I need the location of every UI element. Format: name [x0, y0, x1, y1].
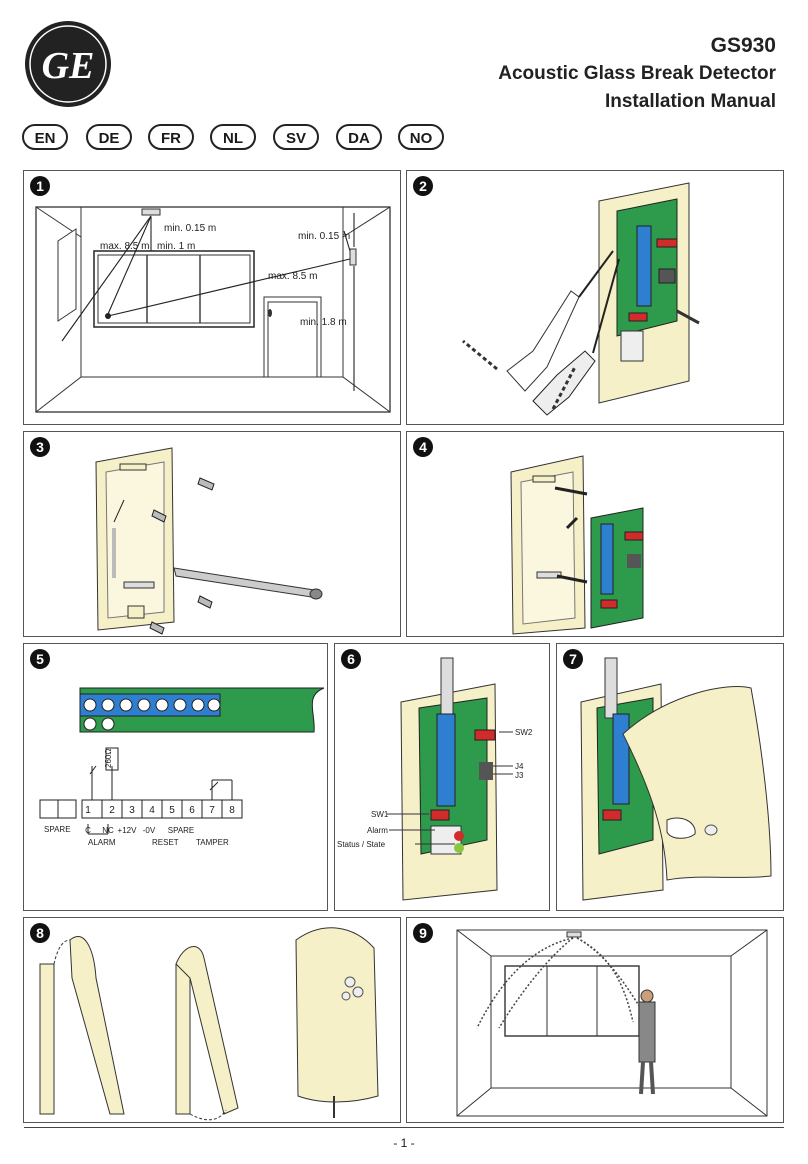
board-labels-illustration: SW2 J4 J3 SW1 Alarm Status / State — [337, 657, 533, 901]
lang-fr[interactable]: FR — [148, 124, 194, 150]
model-title: GS930 — [710, 34, 776, 57]
label-c: C — [85, 826, 91, 835]
cover-side-views-illustration — [39, 927, 379, 1121]
step-8-number: 8 — [30, 923, 50, 943]
label-ceiling-clearance: min. 0.15 m — [164, 223, 216, 234]
language-selector: EN DE FR NL SV DA NO — [22, 124, 444, 152]
label-alarm-led: Alarm — [367, 826, 388, 835]
relay-resistor-label: 260Ω — [104, 749, 113, 768]
step-9-panel: 9 — [406, 917, 784, 1123]
terminal-6: 6 — [189, 805, 195, 816]
label-0v: -0V — [143, 826, 156, 835]
step-2-number: 2 — [413, 176, 433, 196]
label-max-distance-left: max. 8.5 m — [100, 241, 149, 252]
terminal-4: 4 — [149, 805, 155, 816]
terminal-3: 3 — [129, 805, 135, 816]
label-min-height: min. 1.8 m — [300, 317, 347, 328]
test-coverage-illustration — [456, 929, 768, 1117]
open-housing-illustration — [462, 182, 700, 416]
label-j4: J4 — [515, 762, 524, 771]
step-5-panel: 260Ω 1 2 3 4 5 6 7 8 SPARE C NC +12V -0V… — [23, 643, 328, 911]
step-7-panel: 7 — [556, 643, 784, 911]
step-6-number: 6 — [341, 649, 361, 669]
product-title: Acoustic Glass Break Detector — [498, 63, 776, 84]
label-status-led: Status / State — [337, 840, 386, 849]
label-spare-left: SPARE — [44, 825, 71, 834]
label-sw2: SW2 — [515, 728, 533, 737]
label-reset: RESET — [152, 838, 179, 847]
step-1-number: 1 — [30, 176, 50, 196]
step-9-number: 9 — [413, 923, 433, 943]
lang-de[interactable]: DE — [86, 124, 132, 150]
label-12v: +12V — [118, 826, 138, 835]
logo-text: GE — [42, 45, 95, 87]
step-8-panel: 8 — [23, 917, 401, 1123]
terminal-7: 7 — [209, 805, 215, 816]
lang-no[interactable]: NO — [398, 124, 444, 150]
room-placement-illustration: min. 0.15 m min. 0.15 m max. 8.5 m min. … — [35, 206, 391, 413]
step-6-panel: SW2 J4 J3 SW1 Alarm Status / State 6 — [334, 643, 550, 911]
terminal-1: 1 — [85, 805, 91, 816]
step-4-panel: 4 — [406, 431, 784, 637]
step-7-number: 7 — [563, 649, 583, 669]
label-sw1: SW1 — [371, 810, 389, 819]
ge-logo: GE — [24, 20, 112, 108]
footer-divider — [24, 1127, 784, 1128]
label-nc: NC — [102, 826, 114, 835]
step-5-number: 5 — [30, 649, 50, 669]
label-max-distance-right: max. 8.5 m — [268, 271, 317, 282]
doc-type-title: Installation Manual — [604, 91, 776, 112]
label-spare-right: SPARE — [168, 826, 195, 835]
label-min-distance: min. 1 m — [157, 241, 195, 252]
terminal-8: 8 — [229, 805, 235, 816]
insert-pcb-illustration — [510, 455, 644, 635]
lang-nl[interactable]: NL — [210, 124, 256, 150]
terminal-5: 5 — [169, 805, 175, 816]
label-tamper: TAMPER — [196, 838, 229, 847]
label-wall-clearance: min. 0.15 m — [298, 231, 350, 242]
mounting-base-illustration — [95, 447, 323, 635]
close-cover-illustration — [580, 657, 772, 901]
page-number: - 1 - — [393, 1136, 415, 1150]
lang-en[interactable]: EN — [22, 124, 68, 150]
wiring-diagram: 260Ω 1 2 3 4 5 6 7 8 SPARE C NC +12V -0V… — [39, 687, 325, 847]
step-2-panel: 2 — [406, 170, 784, 425]
lang-sv[interactable]: SV — [273, 124, 319, 150]
lang-da[interactable]: DA — [336, 124, 382, 150]
step-1-panel: min. 0.15 m min. 0.15 m max. 8.5 m min. … — [23, 170, 401, 425]
step-3-panel: 3 — [23, 431, 401, 637]
step-4-number: 4 — [413, 437, 433, 457]
terminal-2: 2 — [109, 805, 115, 816]
label-j3: J3 — [515, 771, 524, 780]
label-alarm: ALARM — [88, 838, 116, 847]
step-3-number: 3 — [30, 437, 50, 457]
